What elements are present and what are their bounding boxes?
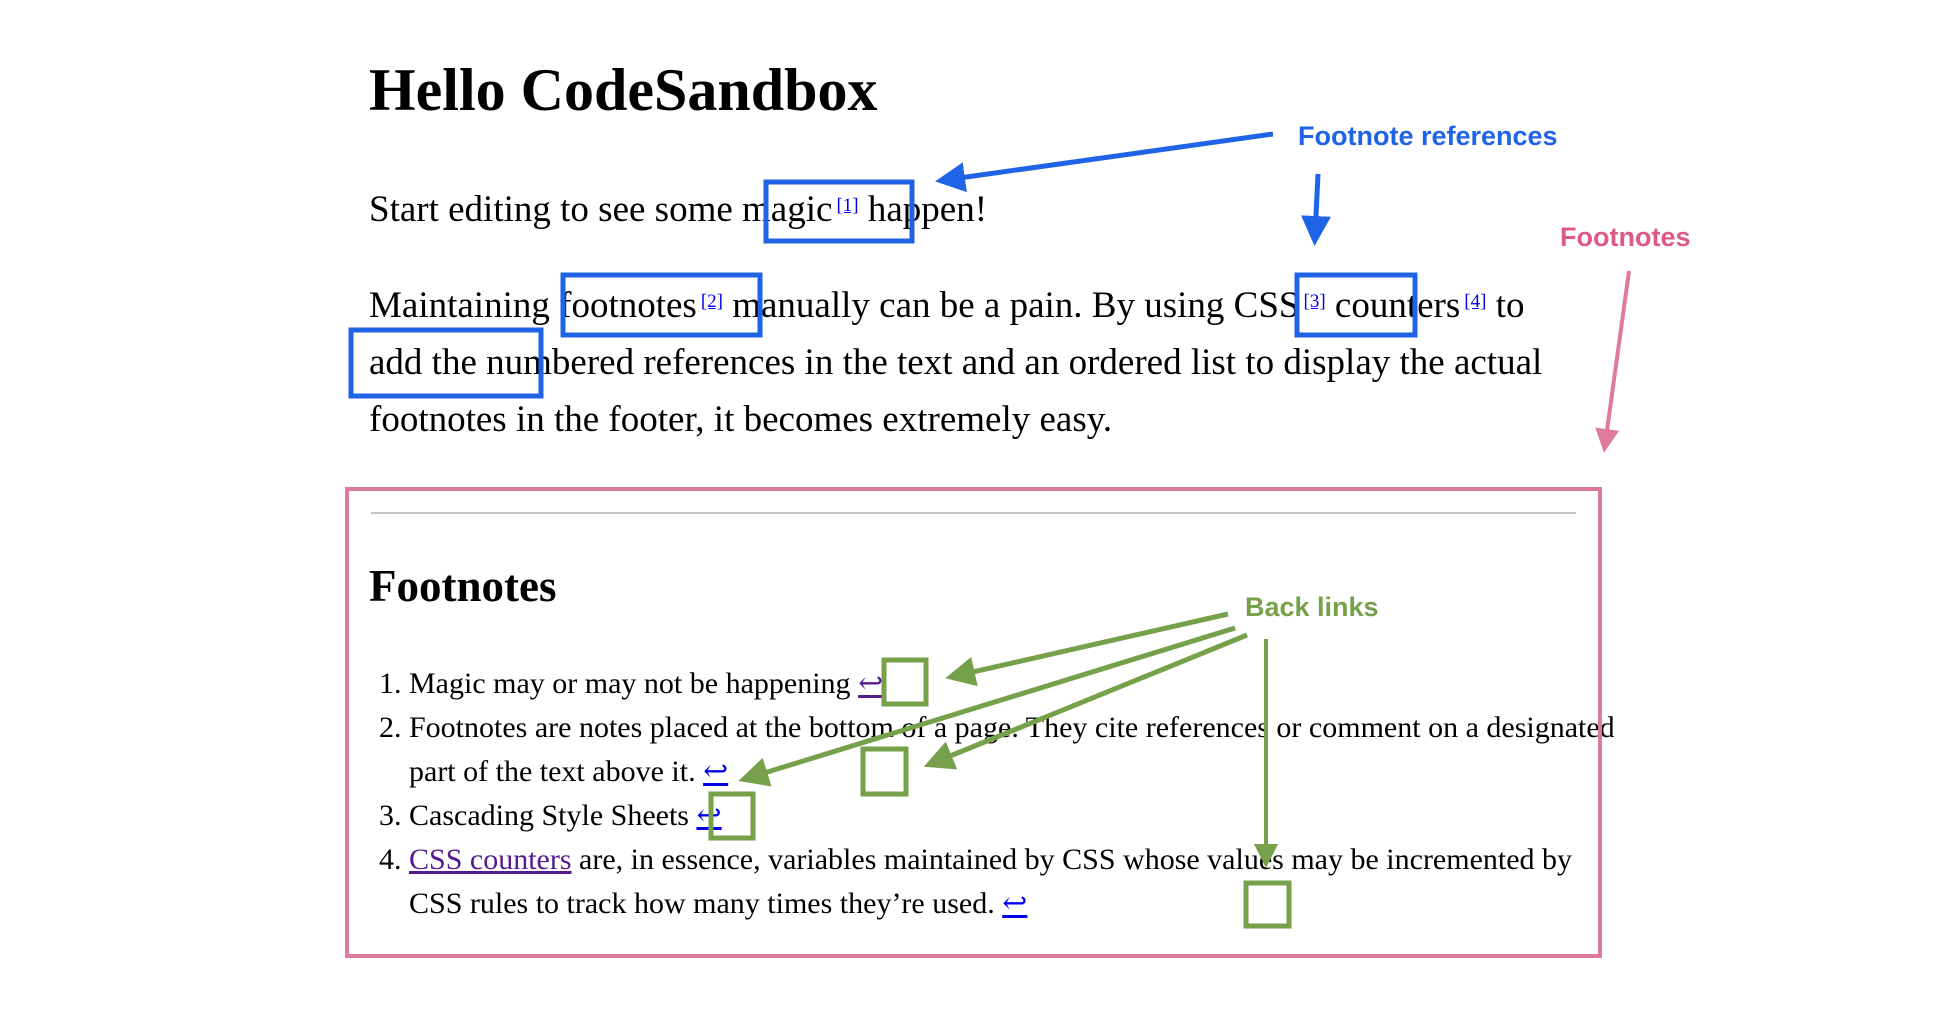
footnote-text: Cascading Style Sheets xyxy=(409,799,689,832)
footnotes-section-box xyxy=(345,487,1602,958)
highlight-box-counters xyxy=(348,327,544,399)
arrow-to-css xyxy=(1300,173,1331,246)
footer-divider xyxy=(371,512,1576,514)
arrow-to-magic xyxy=(935,131,1274,193)
highlight-box-back-1 xyxy=(881,657,929,707)
footnote-text: are, in essence, variables maintained by… xyxy=(409,843,1573,920)
footnote-item: Cascading Style Sheets ↩ xyxy=(409,794,1624,838)
footnote-ref-4[interactable]: [4] xyxy=(1464,291,1487,312)
ref-word-magic: magic xyxy=(742,189,833,230)
footnote-ref-3[interactable]: [3] xyxy=(1303,291,1326,312)
text: to add the numbered references in the te… xyxy=(369,285,1543,440)
text: Start editing to see some xyxy=(369,189,743,230)
highlight-box-footnotes xyxy=(560,272,763,338)
highlight-box-back-4 xyxy=(1243,880,1292,929)
text: happen! xyxy=(858,189,988,230)
footnote-item: CSS counters are, in essence, variables … xyxy=(409,838,1624,926)
highlight-box-css xyxy=(1294,272,1418,338)
back-link-4[interactable]: ↩ xyxy=(1002,887,1028,920)
page-title: Hello CodeSandbox xyxy=(369,57,878,123)
intro-paragraph: Start editing to see some magic[1] happe… xyxy=(369,181,1584,238)
footnote-ref-1[interactable]: [1] xyxy=(836,195,859,216)
highlight-box-magic xyxy=(763,179,915,244)
footnote-item: Footnotes are notes placed at the bottom… xyxy=(409,706,1624,794)
highlight-box-back-2 xyxy=(860,746,909,797)
text: Maintaining xyxy=(369,285,560,326)
annotation-footnote-references: Footnote references xyxy=(1298,121,1558,151)
ref-word-counters: counters xyxy=(1334,285,1461,326)
back-link-2[interactable]: ↩ xyxy=(703,755,729,788)
footnote-ref-2[interactable]: [2] xyxy=(700,291,723,312)
footnote-text: Footnotes are notes placed at the bottom… xyxy=(409,711,1615,788)
ref-word-footnotes: footnotes xyxy=(559,285,697,326)
footnote-text: Magic may or may not be happening xyxy=(409,667,851,700)
arrow-to-back-1 xyxy=(945,611,1229,687)
text: manually can be a pain. By using xyxy=(722,285,1234,326)
highlight-box-back-3 xyxy=(708,791,756,841)
ref-word-css: CSS xyxy=(1233,285,1300,326)
body-paragraph: Maintaining footnotes[2] manually can be… xyxy=(369,277,1584,448)
css-counters-link[interactable]: CSS counters xyxy=(409,843,572,876)
annotation-footnotes: Footnotes xyxy=(1560,222,1691,252)
annotation-back-links: Back links xyxy=(1245,592,1379,622)
footnote-item: Magic may or may not be happening ↩ xyxy=(409,662,1624,706)
arrow-to-back-3 xyxy=(738,625,1236,787)
footnotes-heading: Footnotes xyxy=(369,561,557,611)
back-link-1[interactable]: ↩ xyxy=(858,667,884,700)
arrow-to-back-2 xyxy=(923,632,1248,770)
arrow-to-footnotes xyxy=(1595,270,1631,453)
footnotes-list: Magic may or may not be happening ↩ Foot… xyxy=(369,662,1624,926)
